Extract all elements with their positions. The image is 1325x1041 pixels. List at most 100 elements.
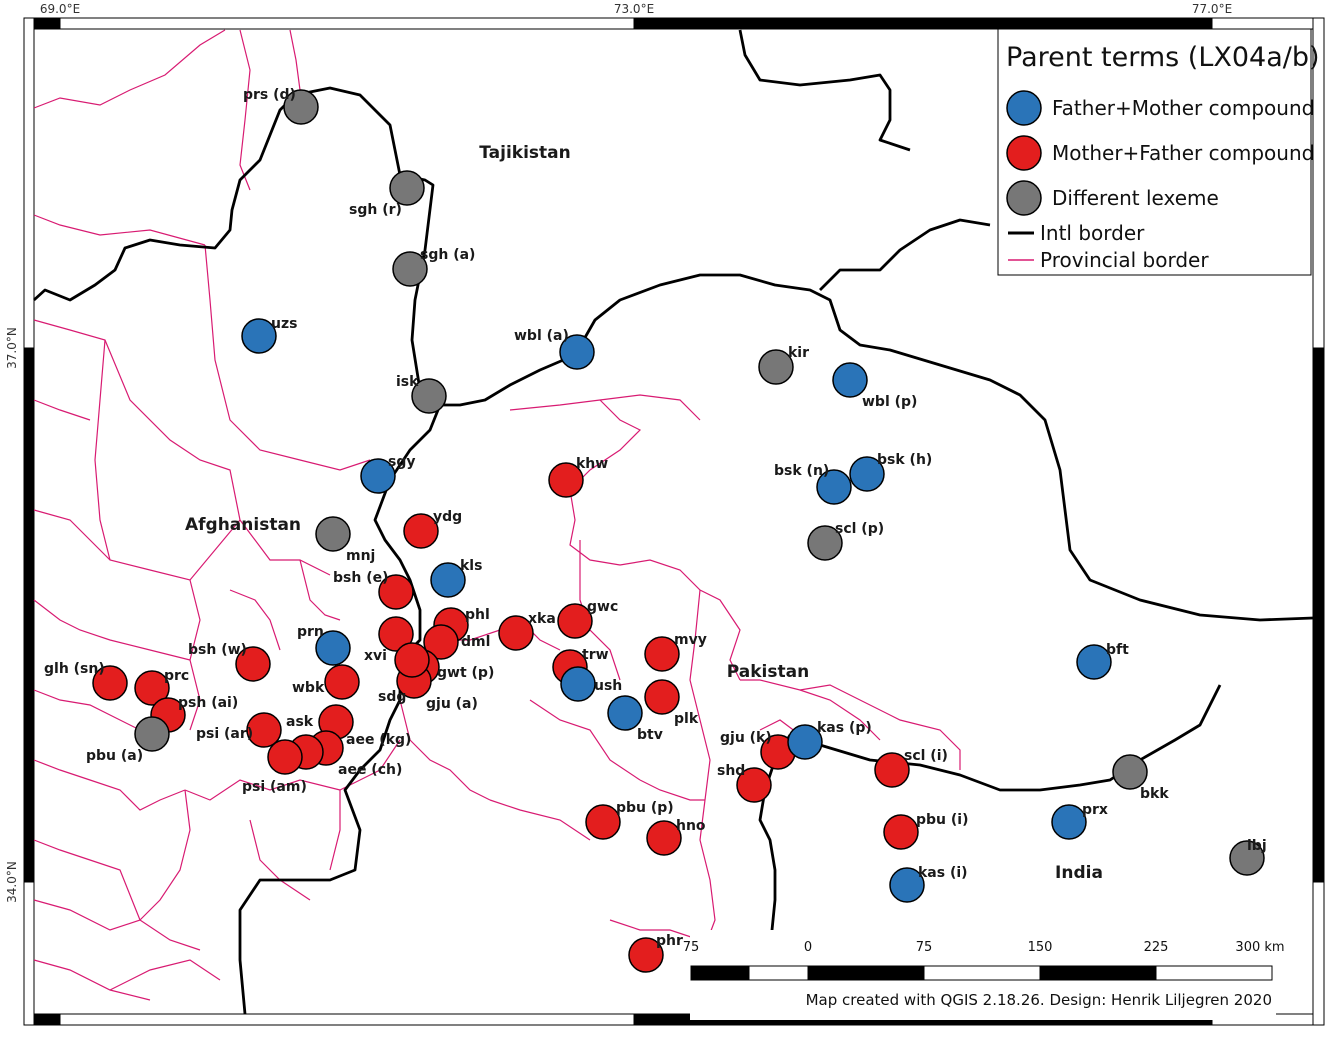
language-marker-mvy: mvy (644, 632, 707, 672)
language-symbol-different (283, 89, 319, 125)
language-label: aee (ch) (338, 762, 402, 778)
language-marker-scl-p: scl (p) (807, 521, 884, 561)
language-label: kas (p) (817, 720, 872, 736)
language-symbol-different (1112, 754, 1148, 790)
language-symbol-mother-father (246, 712, 282, 748)
language-label: khw (576, 456, 608, 472)
language-label: scl (p) (835, 521, 884, 537)
legend-box (997, 28, 1312, 276)
language-label: wbk (292, 680, 325, 696)
language-symbol-mother-father (736, 767, 772, 803)
language-marker-ask: ask (286, 704, 354, 740)
language-label: wbl (p) (862, 394, 917, 410)
country-labels: Tajikistan Afghanistan Pakistan India (185, 143, 1103, 883)
language-marker-bsh-w: bsh (w) (188, 642, 271, 682)
country-label-tajikistan: Tajikistan (479, 143, 570, 163)
language-symbol-mother-father (92, 665, 128, 701)
language-marker-prn: prn (297, 624, 351, 666)
language-label: prx (1082, 802, 1108, 818)
language-label: dml (461, 634, 490, 650)
language-symbol-mother-father (378, 574, 414, 610)
language-label: mnj (346, 548, 375, 564)
language-symbol-father-mother (241, 318, 277, 354)
language-symbol-different (315, 516, 351, 552)
language-symbol-mother-father (646, 820, 682, 856)
language-symbol-different (392, 251, 428, 287)
language-symbol-mother-father (267, 739, 303, 775)
scale-label-1: 0 (804, 940, 812, 955)
language-marker-bsh-e: bsh (e) (333, 570, 414, 610)
lon-label-77: 77.0°E (1192, 2, 1232, 16)
language-symbol-father-mother (430, 562, 466, 598)
language-label: phl (465, 607, 490, 623)
language-symbol-father-mother (889, 867, 925, 903)
language-marker-ush: ush (560, 666, 622, 702)
scale-label-3: 150 (1028, 940, 1053, 955)
language-symbol-mother-father (403, 513, 439, 549)
language-symbol-mother-father (874, 752, 910, 788)
language-marker-pbu-p: pbu (p) (585, 800, 674, 840)
language-marker-sgh-a: sgh (a) (392, 247, 475, 287)
language-marker-gju-a: gju (a) (394, 642, 478, 712)
language-symbol-father-mother (832, 362, 868, 398)
legend-title: Parent terms (LX04a/b) (1006, 42, 1320, 73)
language-label: bsk (h) (877, 452, 932, 468)
language-label: mvy (674, 632, 707, 648)
language-marker-dml: dml (423, 624, 490, 660)
language-marker-ydg: ydg (403, 509, 462, 549)
language-label: aee (kg) (346, 732, 411, 748)
country-label-pakistan: Pakistan (727, 662, 809, 682)
lon-label-73: 73.0°E (614, 2, 654, 16)
language-marker-isk: isk (396, 374, 447, 414)
language-label: lbj (1247, 838, 1267, 854)
language-label: pbu (a) (86, 748, 143, 764)
language-symbol-mother-father (423, 624, 459, 660)
language-label: psi (am) (242, 779, 307, 795)
language-label: gwc (587, 599, 618, 615)
language-symbol-father-mother (559, 334, 595, 370)
language-label: scl (i) (904, 748, 948, 764)
map-credit: Map created with QGIS 2.18.26. Design: H… (806, 991, 1272, 1009)
scale-bar: 75 0 75 150 225 300 km Map created with … (683, 930, 1285, 1020)
language-label: kls (460, 558, 482, 574)
language-symbol-mother-father (557, 603, 593, 639)
scale-label-5: 300 km (1235, 940, 1284, 955)
language-marker-bsk-h: bsk (h) (849, 452, 932, 492)
language-label: gju (a) (426, 696, 478, 712)
language-marker-prc: prc (134, 668, 189, 706)
language-marker-glh-sn: glh (sn) (44, 661, 128, 701)
legend: Parent terms (LX04a/b) Father+Mother com… (997, 28, 1320, 276)
language-symbol-different (389, 170, 425, 206)
language-label: ush (594, 678, 622, 694)
language-label: gwt (p) (437, 665, 494, 681)
language-marker-btv: btv (607, 695, 663, 743)
language-marker-scl-i: scl (i) (874, 748, 948, 788)
language-label: prs (d) (243, 87, 296, 103)
language-marker-gju-k: gju (k) (720, 730, 796, 770)
language-symbol-mother-father (134, 670, 170, 706)
language-label: sgy (388, 454, 415, 470)
language-label: hno (676, 818, 706, 834)
country-label-india: India (1055, 863, 1103, 883)
language-label: psh (ai) (178, 695, 238, 711)
language-label: prc (164, 668, 189, 684)
language-label: kir (788, 345, 809, 361)
language-label: shd (717, 763, 745, 779)
coordinate-labels: 69.0°E 73.0°E 77.0°E 37.0°N 34.0°N (5, 2, 1232, 903)
language-label: pbu (p) (616, 800, 674, 816)
legend-label-provincial-border: Provincial border (1040, 248, 1209, 272)
language-marker-psi-ar: psi (ar) (196, 712, 282, 748)
language-symbol-mother-father (585, 804, 621, 840)
lat-label-37: 37.0°N (5, 327, 19, 369)
language-symbol-different (807, 525, 843, 561)
language-label: trw (582, 647, 609, 663)
language-marker-prx: prx (1051, 802, 1108, 840)
language-label: glh (sn) (44, 661, 105, 677)
language-marker-wbl-p: wbl (p) (832, 362, 917, 410)
language-label: sgh (a) (420, 247, 475, 263)
language-marker-khw: khw (548, 456, 608, 498)
language-marker-xka: xka (498, 611, 556, 651)
language-label: bsk (n) (774, 463, 829, 479)
language-marker-kls: kls (430, 558, 482, 598)
